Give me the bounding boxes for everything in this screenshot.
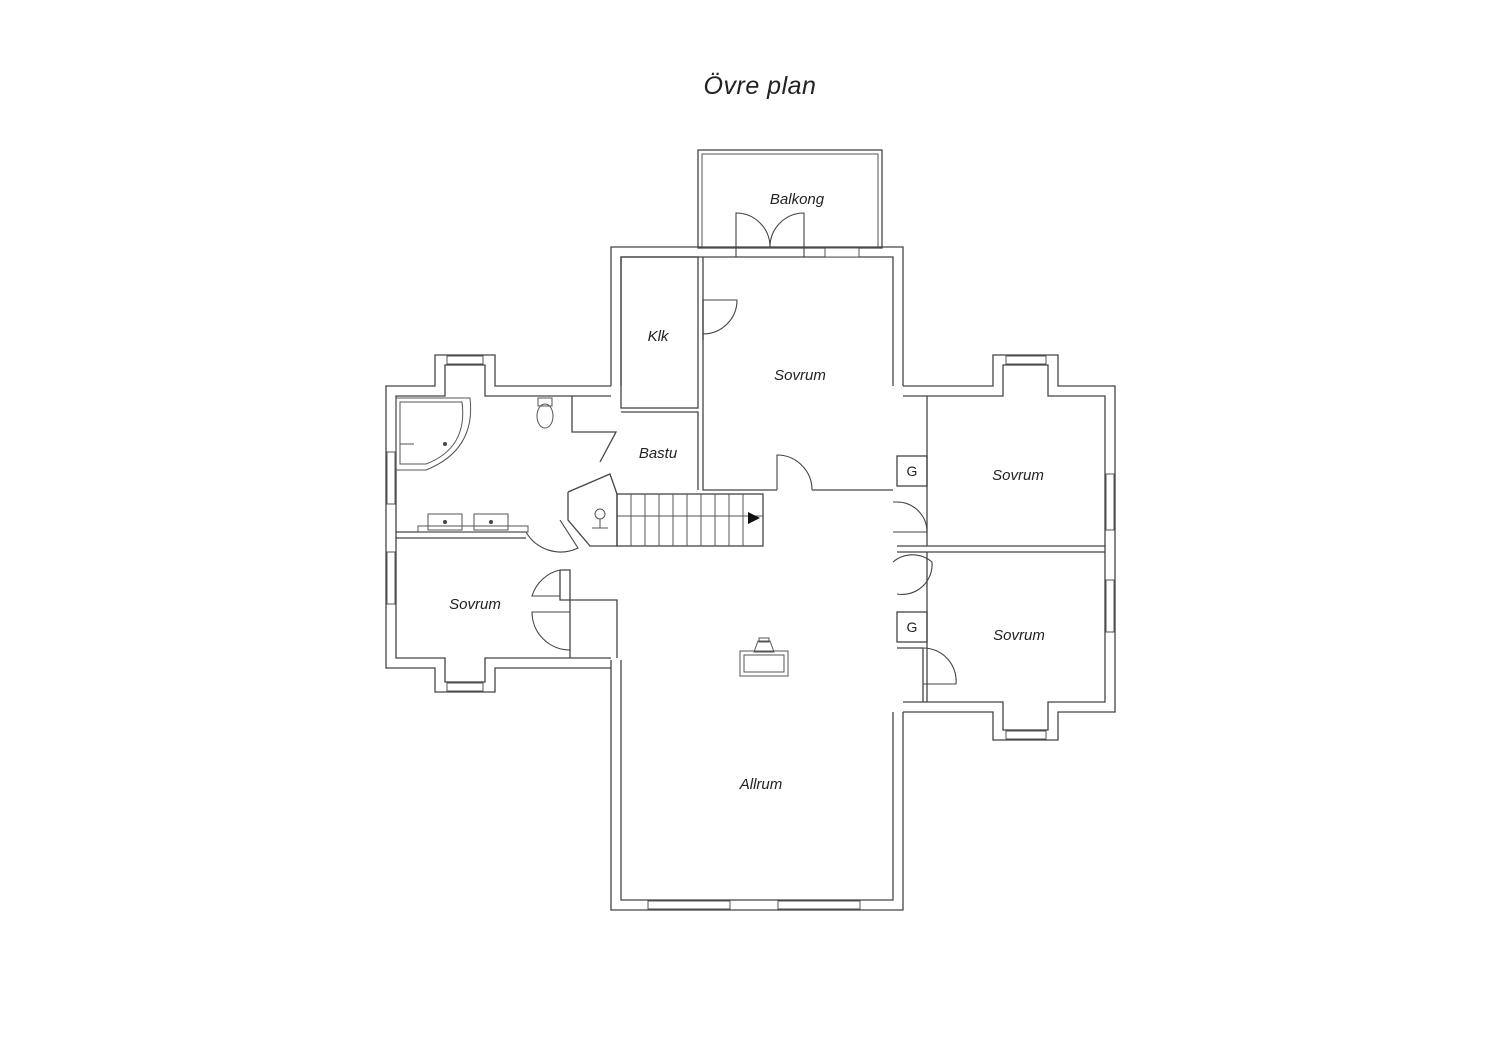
balcony: [697, 149, 883, 249]
exterior-walls: [385, 246, 1116, 911]
staircase: [617, 494, 763, 546]
closet-label-g-top: G: [907, 463, 918, 479]
doors: [525, 212, 957, 685]
room-label-balkong: Balkong: [770, 191, 825, 208]
plan-title: Övre plan: [703, 72, 817, 100]
room-label-bastu: Bastu: [639, 445, 678, 462]
room-label-sovrum-right-top: Sovrum: [992, 467, 1044, 484]
room-labels: Balkong Klk Sovrum Bastu Sovrum Sovrum S…: [449, 191, 1045, 793]
bathroom-fixtures: [395, 397, 608, 533]
room-label-sovrum-right-bottom: Sovrum: [993, 627, 1045, 644]
room-label-allrum: Allrum: [739, 776, 783, 793]
room-label-sovrum-top: Sovrum: [774, 367, 826, 384]
room-label-sovrum-left: Sovrum: [449, 596, 501, 613]
stair-direction-arrow-icon: [748, 512, 760, 524]
room-label-klk: Klk: [648, 328, 670, 345]
fireplace: [739, 637, 789, 677]
windows: [386, 247, 1115, 910]
closet-label-g-bottom: G: [907, 619, 918, 635]
